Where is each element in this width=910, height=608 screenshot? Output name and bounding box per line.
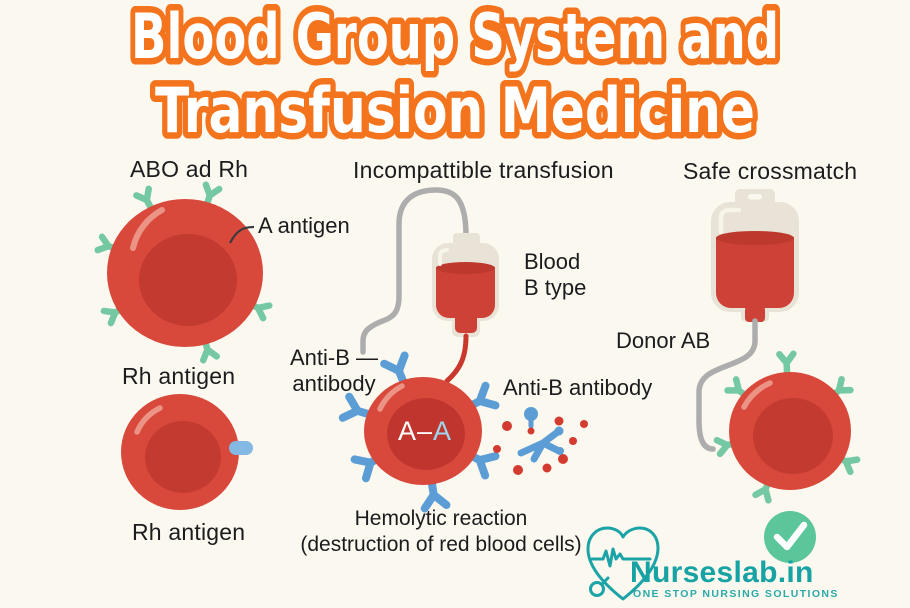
a-antigen-leader-line <box>229 225 255 244</box>
blood-b-type-line2: B type <box>524 275 587 300</box>
brand-tagline: ONE STOP NURSING SOLUTIONS <box>633 588 839 600</box>
anti-b-left-line1: Anti-B — <box>289 345 379 370</box>
check-icon <box>764 511 816 563</box>
title-line-1: Blood Group System and <box>131 0 779 73</box>
blood-bag-donor-ab <box>711 189 799 322</box>
free-antibody-icon <box>524 407 538 435</box>
cell-label-blue: A <box>433 416 453 446</box>
rh-antigen-icon <box>229 441 253 455</box>
a-antigen-label: A antigen <box>258 213 350 238</box>
logo-heart-stethoscope-icon <box>586 526 660 601</box>
anti-b-left-line2: antibody <box>292 371 376 396</box>
blood-bag-b-type <box>432 233 499 337</box>
section-heading-safe-crossmatch: Safe crossmatch <box>683 158 858 184</box>
antibody-cluster-icon <box>517 426 564 463</box>
caption-line1: Hemolytic reaction <box>354 507 528 530</box>
section-heading-incompatible: Incompattible transfusion <box>353 157 614 183</box>
rh-antigen-label-top: Rh antigen <box>122 363 236 389</box>
caption-line2: (destruction of red blood cells) <box>300 533 582 556</box>
iv-tube-incompatible <box>360 187 469 355</box>
red-blood-cell-rh <box>121 394 253 510</box>
blood-tube-red <box>444 333 469 384</box>
red-blood-cell-donor <box>717 354 857 501</box>
blood-b-type-label: Blood B type <box>524 249 586 301</box>
anti-b-antibody-label-right: Anti-B antibody <box>503 375 653 400</box>
brand-name: Nurseslab.in <box>630 556 814 589</box>
ab-antigen-icon <box>779 354 794 375</box>
donor-ab-label: Donor AB <box>616 328 711 353</box>
red-blood-cell-abo <box>98 185 270 361</box>
iv-tube-safe <box>696 318 758 452</box>
page-title: Blood Group System and Transfusion Medic… <box>125 0 786 154</box>
title-line-2: Transfusion Medicine <box>155 74 755 147</box>
hemolysis-debris <box>493 407 588 475</box>
section-heading-abo-rh: ABO ad Rh <box>130 156 249 182</box>
blood-b-type-line1: Blood <box>524 249 581 274</box>
red-blood-cell-agglutination <box>343 356 496 509</box>
hemolytic-reaction-caption: Hemolytic reaction (destruction of red b… <box>291 506 591 558</box>
anti-b-antibody-label-left: Anti-B — antibody <box>282 345 386 397</box>
cell-label-white: A– <box>397 416 433 446</box>
agglutination-cell-label: A–A <box>380 416 470 447</box>
rh-antigen-label-bottom: Rh antigen <box>132 519 246 545</box>
